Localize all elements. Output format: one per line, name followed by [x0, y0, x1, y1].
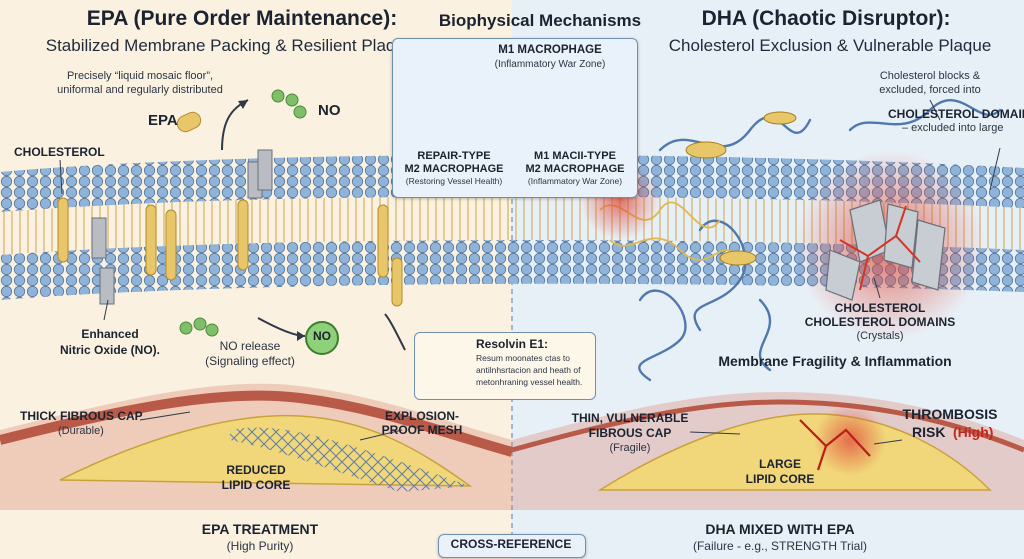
mesh-line2: PROOF MESH: [381, 423, 463, 437]
cross-reference-box: [438, 534, 586, 558]
resolvin-line2: antilnhsrtacion and heath of: [476, 365, 581, 375]
no-molecule-label: NO: [318, 102, 341, 119]
no-molecules: [179, 89, 307, 337]
epa-treatment-label: EPA TREATMENT: [201, 521, 319, 537]
resolvin-title: Resolvin E1:: [476, 337, 549, 351]
dha-spinner-molecules: [685, 111, 797, 266]
no-release-line2: (Signaling effect): [205, 354, 295, 368]
large-core-line1: LARGE: [759, 457, 801, 471]
thin-cap-line3: (Fragile): [609, 442, 651, 454]
epa-treatment-sub: (High Purity): [226, 539, 294, 553]
m1-label-line1: M1 MACII-TYPE: [534, 150, 616, 162]
large-core-line2: LIPID CORE: [745, 472, 815, 486]
mesh-line1: EXPLOSION-: [384, 409, 459, 423]
reduced-core-line2: LIPID CORE: [221, 478, 291, 492]
nitric-oxide-line2: Nitric Oxide (NO).: [59, 343, 160, 357]
cholesterol-label: CHOLESTEROL: [14, 145, 105, 159]
nitric-oxide-line1: Enhanced: [81, 327, 139, 341]
epa-molecule-label: EPA: [148, 112, 178, 129]
dha-title: DHA (Chaotic Disruptor):: [701, 7, 951, 30]
m1-label-line2: M2 MACROPHAGE: [525, 163, 625, 175]
epa-desc-line2: uniformal and regularly distributed: [57, 84, 223, 96]
leader-lines: [59, 99, 1001, 445]
resolvin-arrow: [384, 313, 406, 351]
no-release-line1: NO release: [219, 339, 281, 353]
thrombosis-line1: THROMBOSIS: [902, 406, 998, 422]
epa-plaque-vessel: [0, 383, 514, 510]
plaque-rupture-cracks: [799, 419, 871, 471]
no-badge-label: NO: [313, 329, 331, 343]
resolvin-e1-card: [414, 332, 596, 400]
crystal-label-line3: (Crystals): [856, 330, 904, 342]
epa-subtitle: Stabilized Membrane Packing & Resilient …: [45, 36, 415, 55]
epa-title: EPA (Pure Order Maintenance):: [86, 7, 398, 30]
epa-molecules: [57, 111, 403, 307]
no-badge-circle: [305, 321, 339, 355]
thin-cap-line2: FIBROUS CAP: [588, 426, 672, 440]
crystal-cracks: [839, 205, 921, 291]
dha-subtitle: Cholesterol Exclusion & Vulnerable Plaqu…: [668, 36, 992, 55]
thick-cap-line1: THICK FIBROUS CAP: [20, 409, 143, 423]
thin-cap-line1: THIN, VULNERABLE: [571, 411, 689, 425]
dha-treatment-label: DHA MIXED WITH EPA: [705, 521, 855, 537]
m1-top-label: M1 MACROPHAGE: [498, 44, 602, 56]
m1-top-sub: (Inflammatory War Zone): [494, 59, 606, 70]
dha-desc-line2: excluded, forced into: [879, 84, 981, 96]
center-title: Biophysical Mechanisms: [438, 11, 642, 30]
dha-treatment-sub: (Failure - e.g., STRENGTH Trial): [692, 539, 868, 553]
membrane-fragility-label: Membrane Fragility & Inflammation: [718, 353, 952, 369]
thick-cap-line2: (Durable): [58, 425, 104, 437]
dha-plaque-vessel: [511, 392, 1024, 510]
m2-label-sub: (Restoring Vessel Health): [405, 176, 503, 186]
cholesterol-domain-line1: CHOLESTEROL DOMAIN: [888, 107, 1024, 121]
thrombosis-line2: RISK: [912, 424, 946, 440]
thrombosis-level: (High): [953, 424, 994, 440]
dha-chaotic-chains: [638, 98, 1002, 382]
crystal-label-line1: CHOLESTEROL: [834, 301, 926, 315]
resolvin-line1: Resum moonates ctas to: [476, 353, 571, 363]
m2-label-line2: M2 MACROPHAGE: [404, 163, 504, 175]
cross-reference-label: CROSS-REFERENCE: [450, 537, 572, 551]
cholesterol-crystals: [825, 199, 946, 301]
resolvin-line3: metonhraning vessel health.: [476, 377, 583, 387]
epa-desc-line1: Precisely “liquid mosaic floor”,: [66, 70, 214, 82]
macrophage-card: [392, 38, 638, 198]
m1-label-sub: (Inflammatory War Zone): [527, 176, 623, 186]
epa-cholesterol-blocks: [91, 149, 273, 305]
crystal-label-line2: CHOLESTEROL DOMAINS: [804, 315, 956, 329]
dha-desc-line1: Cholesterol blocks &: [879, 70, 981, 82]
reduced-core-line1: REDUCED: [226, 463, 286, 477]
m2-label-line1: REPAIR-TYPE: [417, 150, 491, 162]
cholesterol-domain-line2: – excluded into large: [902, 122, 1004, 134]
lipid-bilayer-membrane: [0, 154, 1024, 300]
